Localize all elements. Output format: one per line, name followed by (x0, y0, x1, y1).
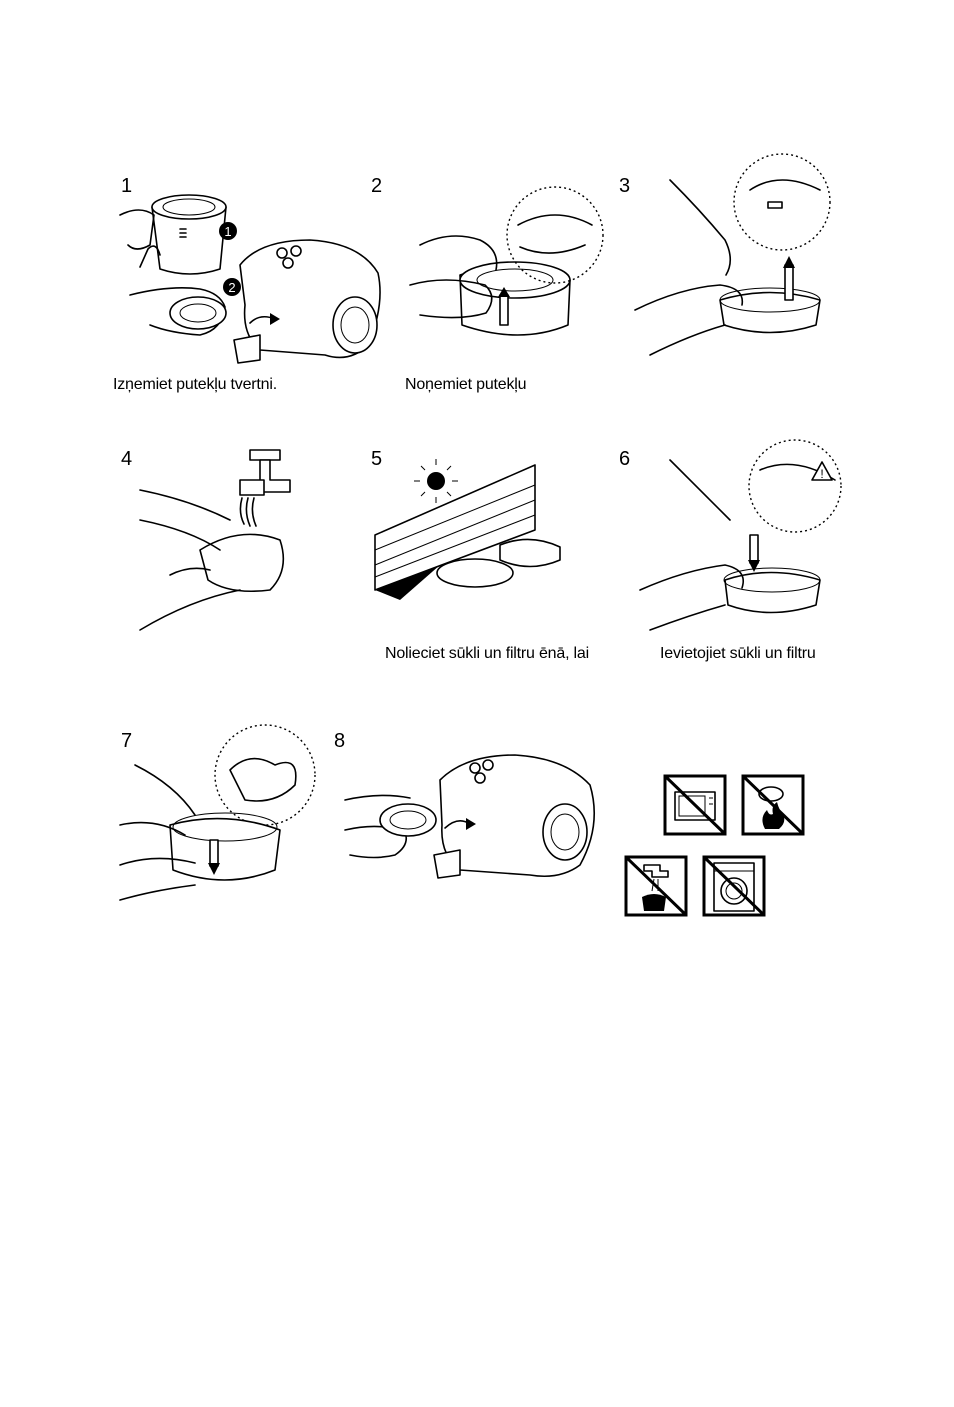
no-fire-icon (741, 774, 805, 836)
step-caption-6: Ievietojiet sūkli un filtru (660, 645, 816, 663)
no-microwave-icon (663, 774, 727, 836)
marker-2-icon: 2 (223, 278, 241, 296)
svg-text:!: ! (820, 467, 823, 481)
step-6-illustration: ! (630, 440, 850, 640)
warning-icon: ! (812, 462, 832, 481)
step-7-illustration (115, 725, 325, 910)
no-washing-machine-icon (702, 855, 766, 917)
step-2-illustration (400, 185, 610, 355)
step-5-illustration (370, 455, 570, 605)
svg-text:2: 2 (228, 280, 235, 295)
no-washing-under-tap-icon (624, 855, 688, 917)
sun-icon (414, 459, 458, 503)
step-caption-5: Nolieciet sūkli un filtru ēnā, lai (385, 645, 589, 663)
step-caption-1: Izņemiet putekļu tvertni. (113, 376, 277, 394)
svg-text:1: 1 (224, 224, 231, 239)
step-caption-2: Noņemiet putekļu (405, 376, 526, 394)
step-number-6: 6 (619, 449, 630, 469)
step-number-3: 3 (619, 176, 630, 196)
step-4-illustration (130, 440, 310, 640)
step-3-illustration (630, 160, 840, 360)
step-1-illustration: 1 2 (110, 185, 390, 375)
step-8-illustration (340, 740, 610, 890)
marker-1-icon: 1 (219, 222, 237, 240)
